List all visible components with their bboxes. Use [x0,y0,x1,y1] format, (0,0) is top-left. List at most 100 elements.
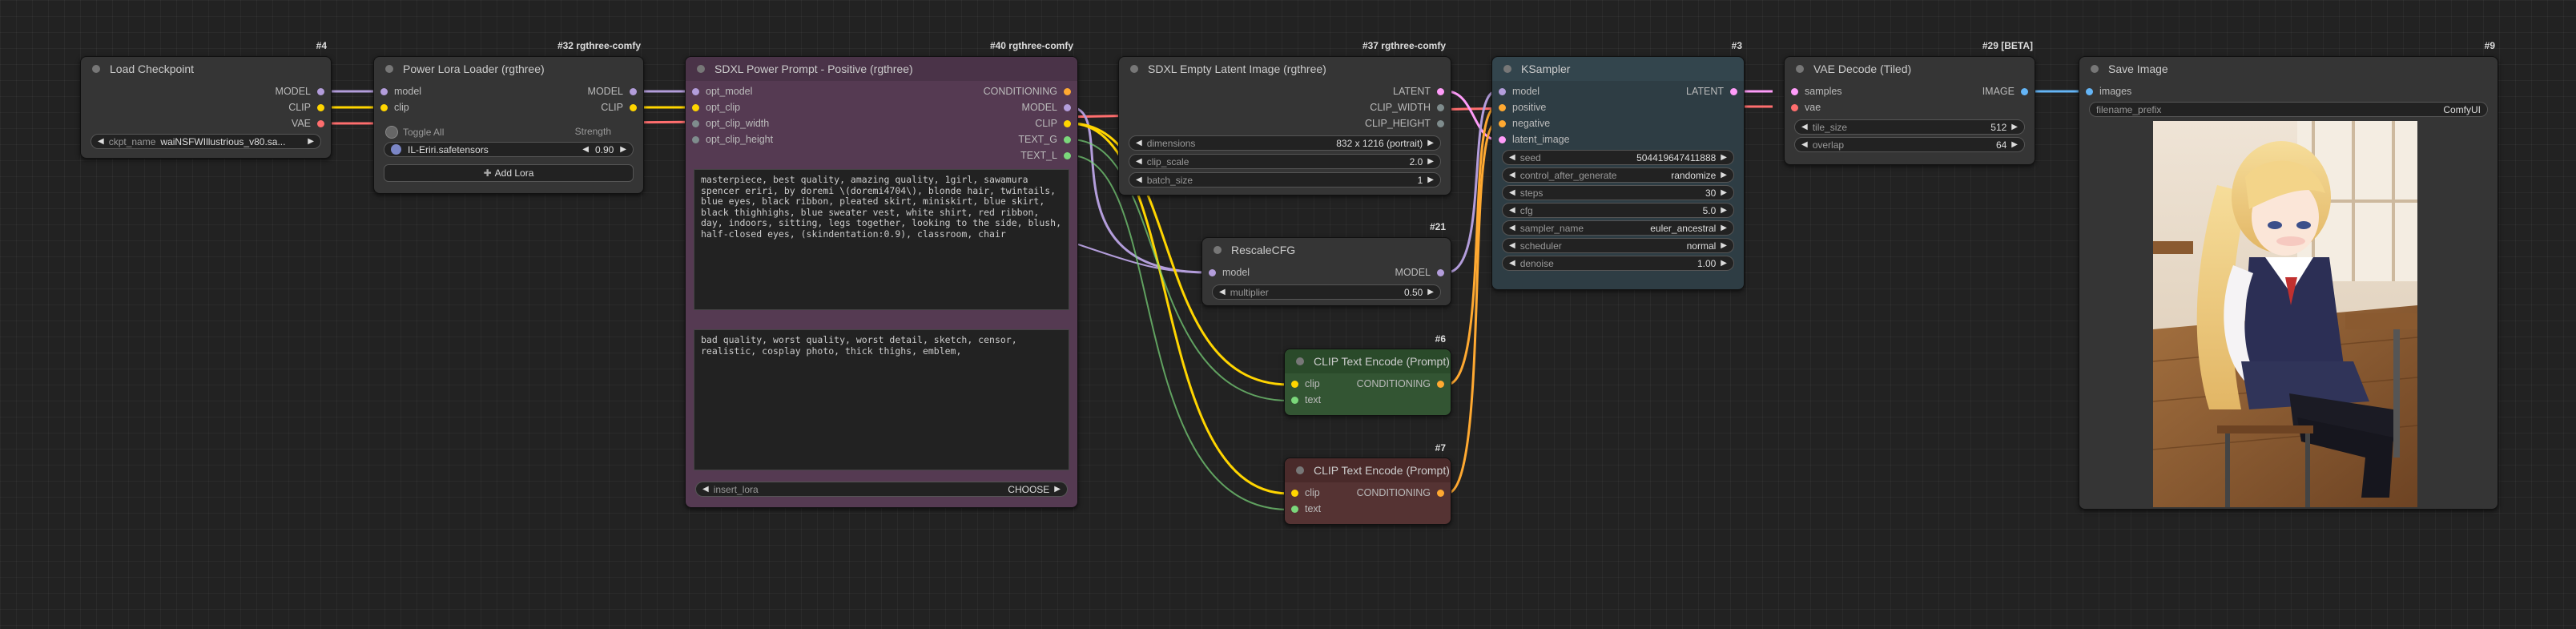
load-checkpoint-node[interactable]: Load Checkpoint MODEL CLIP VAE ◀ ckpt_na… [80,56,332,159]
slot-dot-icon[interactable] [1064,87,1071,95]
node-header[interactable]: RescaleCFG [1202,238,1451,262]
node-header[interactable]: Load Checkpoint [81,57,331,81]
slot-dot-icon[interactable] [1791,87,1798,95]
arrow-right-icon[interactable]: ▶ [620,145,626,154]
rescale-cfg-node[interactable]: RescaleCFG model MODEL ◀ multiplier 0.50… [1201,237,1451,306]
arrow-left-icon[interactable]: ◀ [1509,259,1515,268]
input-model[interactable]: model [374,86,421,97]
output-clip-width[interactable]: CLIP_WIDTH [1370,102,1451,113]
input-opt-clip[interactable]: opt_clip [686,102,740,113]
slot-dot-icon[interactable] [630,87,637,95]
arrow-right-icon[interactable]: ▶ [1427,157,1434,166]
slot-dot-icon[interactable] [692,103,699,111]
slot-dot-icon[interactable] [1064,119,1071,127]
arrow-right-icon[interactable]: ▶ [1427,288,1434,296]
collapse-dot-icon[interactable] [1503,65,1511,73]
slot-dot-icon[interactable] [692,119,699,127]
arrow-right-icon[interactable]: ▶ [1721,259,1727,268]
sdxl-empty-latent-node[interactable]: SDXL Empty Latent Image (rgthree) LATENT… [1118,56,1451,196]
output-text-g[interactable]: TEXT_G [1018,134,1077,145]
power-lora-loader-node[interactable]: Power Lora Loader (rgthree) model clip M… [373,56,644,194]
collapse-dot-icon[interactable] [697,65,705,73]
output-clip-height[interactable]: CLIP_HEIGHT [1365,118,1451,129]
node-header[interactable]: CLIP Text Encode (Prompt) [1285,458,1451,482]
arrow-right-icon[interactable]: ▶ [2011,123,2018,131]
save-image-node[interactable]: Save Image images filename_prefix ComfyU… [2079,56,2498,510]
lora-row[interactable]: IL-Eriri.safetensors ◀ 0.90 ▶ [384,142,634,157]
node-header[interactable]: Save Image [2079,57,2498,81]
arrow-left-icon[interactable]: ◀ [1801,123,1808,131]
clip-text-encode-negative-node[interactable]: CLIP Text Encode (Prompt) clip text COND… [1284,458,1451,525]
output-vae[interactable]: VAE [292,118,331,129]
slot-dot-icon[interactable] [2021,87,2028,95]
collapse-dot-icon[interactable] [1296,466,1304,474]
arrow-left-icon[interactable]: ◀ [702,485,709,494]
output-model[interactable]: MODEL [276,86,331,97]
input-clip[interactable]: clip [374,102,409,113]
arrow-right-icon[interactable]: ▶ [1721,171,1727,179]
arrow-left-icon[interactable]: ◀ [1509,241,1515,250]
arrow-left-icon[interactable]: ◀ [1509,206,1515,215]
arrow-right-icon[interactable]: ▶ [308,137,314,146]
arrow-left-icon[interactable]: ◀ [1136,175,1142,184]
input-positive[interactable]: positive [1492,102,1546,113]
slot-dot-icon[interactable] [1499,135,1506,143]
arrow-left-icon[interactable]: ◀ [582,145,589,154]
slot-dot-icon[interactable] [380,103,388,111]
arrow-left-icon[interactable]: ◀ [98,137,104,146]
lora-toggle-icon[interactable] [391,144,401,155]
slot-dot-icon[interactable] [1437,268,1444,276]
batch-size-number[interactable]: ◀ batch_size 1 ▶ [1129,172,1441,187]
slot-dot-icon[interactable] [1437,119,1444,127]
output-conditioning[interactable]: CONDITIONING [984,86,1077,97]
filename-prefix-input[interactable]: filename_prefix ComfyUI [2089,102,2488,117]
insert-lora-combo[interactable]: ◀ insert_lora CHOOSE ▶ [695,482,1068,497]
slot-dot-icon[interactable] [1064,103,1071,111]
input-clip[interactable]: clip [1285,378,1320,389]
input-negative[interactable]: negative [1492,118,1550,129]
node-header[interactable]: SDXL Power Prompt - Positive (rgthree) [686,57,1077,81]
input-images[interactable]: images [2079,86,2131,97]
arrow-left-icon[interactable]: ◀ [1136,139,1142,147]
input-opt-model[interactable]: opt_model [686,86,752,97]
arrow-left-icon[interactable]: ◀ [1509,153,1515,162]
arrow-left-icon[interactable]: ◀ [1219,288,1226,296]
arrow-right-icon[interactable]: ▶ [1721,188,1727,197]
input-vae[interactable]: vae [1785,102,1821,113]
collapse-dot-icon[interactable] [385,65,393,73]
slot-dot-icon[interactable] [1499,119,1506,127]
slot-dot-icon[interactable] [1437,380,1444,388]
slot-dot-icon[interactable] [1437,87,1444,95]
arrow-right-icon[interactable]: ▶ [1054,485,1061,494]
multiplier-number[interactable]: ◀ multiplier 0.50 ▶ [1212,284,1441,300]
ckpt-name-combo[interactable]: ◀ ckpt_name waiNSFWIllustrious_v80.sa...… [91,134,321,149]
output-latent[interactable]: LATENT [1686,86,1744,97]
node-header[interactable]: VAE Decode (Tiled) [1785,57,2035,81]
slot-dot-icon[interactable] [380,87,388,95]
arrow-left-icon[interactable]: ◀ [1136,157,1142,166]
output-latent[interactable]: LATENT [1393,86,1451,97]
slot-dot-icon[interactable] [1291,505,1298,513]
arrow-right-icon[interactable]: ▶ [1721,206,1727,215]
output-conditioning[interactable]: CONDITIONING [1357,487,1451,498]
toggle-icon[interactable] [385,126,398,139]
arrow-right-icon[interactable]: ▶ [1427,139,1434,147]
slot-dot-icon[interactable] [317,103,324,111]
vae-decode-tiled-node[interactable]: VAE Decode (Tiled) samples vae IMAGE ◀ti… [1784,56,2035,165]
clip-scale-number[interactable]: ◀ clip_scale 2.0 ▶ [1129,154,1441,169]
arrow-left-icon[interactable]: ◀ [1801,140,1808,149]
clip-text-encode-positive-node[interactable]: CLIP Text Encode (Prompt) clip text COND… [1284,349,1451,416]
output-text-l[interactable]: TEXT_L [1020,150,1077,161]
collapse-dot-icon[interactable] [2091,65,2099,73]
input-model[interactable]: model [1492,86,1540,97]
slot-dot-icon[interactable] [1437,489,1444,497]
input-samples[interactable]: samples [1785,86,1842,97]
